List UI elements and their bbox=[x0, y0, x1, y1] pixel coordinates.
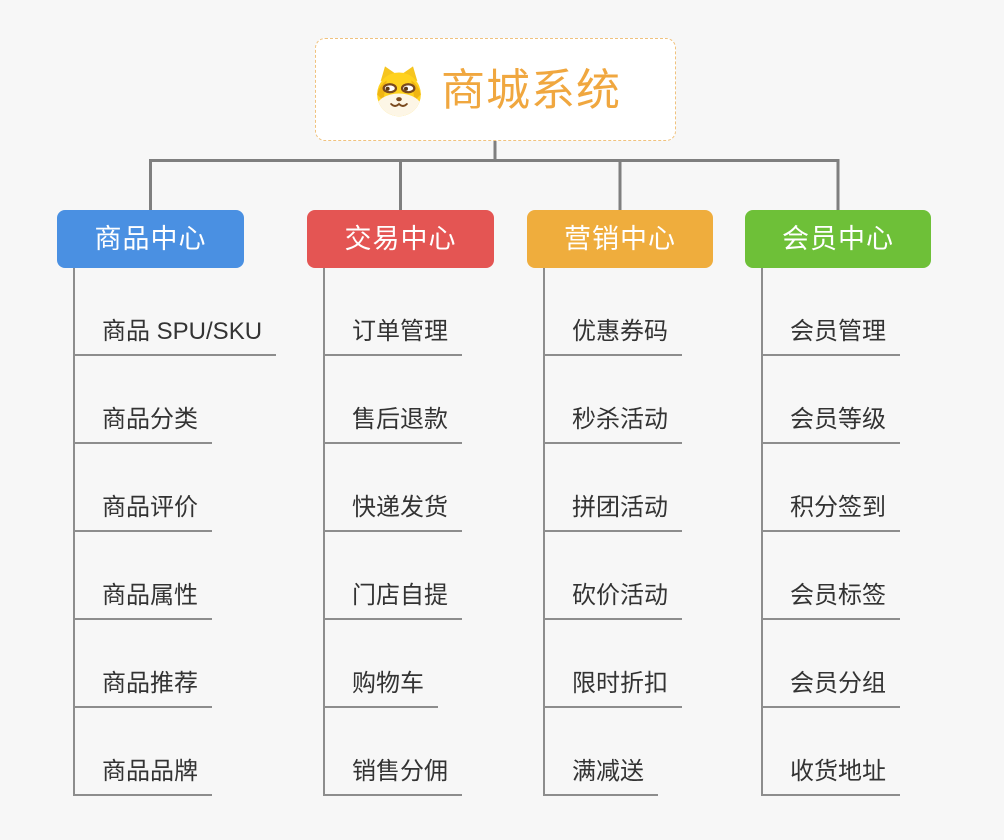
leaf-node[interactable]: 商品推荐 bbox=[75, 670, 212, 708]
leaf-row: 订单管理 bbox=[325, 268, 462, 356]
leaf-node[interactable]: 积分签到 bbox=[763, 494, 900, 532]
leaf-node[interactable]: 秒杀活动 bbox=[545, 406, 682, 444]
leaf-row: 商品评价 bbox=[75, 444, 276, 532]
leaf-row: 秒杀活动 bbox=[545, 356, 682, 444]
leaf-list: 订单管理售后退款快递发货门店自提购物车销售分佣 bbox=[323, 268, 462, 796]
leaf-node[interactable]: 商品 SPU/SKU bbox=[75, 318, 277, 356]
leaf-row: 优惠券码 bbox=[545, 268, 682, 356]
branch-column-3: 营销中心优惠券码秒杀活动拼团活动砍价活动限时折扣满减送 bbox=[527, 210, 713, 796]
branch-column-1: 商品中心商品 SPU/SKU 商品分类商品评价商品属性商品推荐商品品牌 bbox=[57, 210, 277, 796]
doge-icon bbox=[370, 62, 428, 118]
branch-node-4[interactable]: 会员中心 bbox=[745, 210, 931, 268]
leaf-list: 商品 SPU/SKU 商品分类商品评价商品属性商品推荐商品品牌 bbox=[73, 268, 277, 796]
leaf-node[interactable]: 会员管理 bbox=[763, 318, 900, 356]
leaf-row: 商品属性 bbox=[75, 532, 276, 620]
branch-node-1[interactable]: 商品中心 bbox=[57, 210, 244, 268]
leaf-row: 快递发货 bbox=[325, 444, 462, 532]
leaf-row: 拼团活动 bbox=[545, 444, 682, 532]
branch-label: 会员中心 bbox=[782, 223, 894, 254]
leaf-node[interactable]: 满减送 bbox=[545, 758, 658, 796]
leaf-node[interactable]: 商品分类 bbox=[75, 406, 212, 444]
branch-node-3[interactable]: 营销中心 bbox=[527, 210, 713, 268]
leaf-row: 商品品牌 bbox=[75, 708, 276, 796]
leaf-node[interactable]: 商品评价 bbox=[75, 494, 212, 532]
leaf-row: 会员等级 bbox=[763, 356, 900, 444]
leaf-node[interactable]: 会员分组 bbox=[763, 670, 900, 708]
leaf-list: 优惠券码秒杀活动拼团活动砍价活动限时折扣满减送 bbox=[543, 268, 682, 796]
leaf-row: 满减送 bbox=[545, 708, 682, 796]
leaf-node[interactable]: 优惠券码 bbox=[545, 318, 682, 356]
leaf-row: 收货地址 bbox=[763, 708, 900, 796]
leaf-row: 商品推荐 bbox=[75, 620, 276, 708]
leaf-node[interactable]: 会员标签 bbox=[763, 582, 900, 620]
leaf-row: 门店自提 bbox=[325, 532, 462, 620]
leaf-row: 售后退款 bbox=[325, 356, 462, 444]
leaf-row: 商品分类 bbox=[75, 356, 276, 444]
leaf-row: 会员分组 bbox=[763, 620, 900, 708]
branch-label: 营销中心 bbox=[564, 223, 676, 254]
leaf-node[interactable]: 门店自提 bbox=[325, 582, 462, 620]
leaf-list: 会员管理会员等级积分签到会员标签会员分组收货地址 bbox=[761, 268, 900, 796]
leaf-row: 商品 SPU/SKU bbox=[75, 268, 277, 356]
leaf-node[interactable]: 商品属性 bbox=[75, 582, 212, 620]
leaf-row: 购物车 bbox=[325, 620, 462, 708]
leaf-row: 会员管理 bbox=[763, 268, 900, 356]
leaf-row: 会员标签 bbox=[763, 532, 900, 620]
leaf-node[interactable]: 拼团活动 bbox=[545, 494, 682, 532]
leaf-node[interactable]: 售后退款 bbox=[325, 406, 462, 444]
root-title: 商城系统 bbox=[441, 65, 621, 115]
leaf-row: 积分签到 bbox=[763, 444, 900, 532]
leaf-node[interactable]: 收货地址 bbox=[763, 758, 900, 796]
leaf-node[interactable]: 商品品牌 bbox=[75, 758, 212, 796]
leaf-row: 砍价活动 bbox=[545, 532, 682, 620]
leaf-node[interactable]: 砍价活动 bbox=[545, 582, 682, 620]
leaf-row: 销售分佣 bbox=[325, 708, 462, 796]
leaf-node[interactable]: 订单管理 bbox=[325, 318, 462, 356]
root-node[interactable]: 商城系统 bbox=[315, 38, 676, 141]
leaf-node[interactable]: 限时折扣 bbox=[545, 670, 682, 708]
leaf-node[interactable]: 销售分佣 bbox=[325, 758, 462, 796]
branch-label: 交易中心 bbox=[344, 223, 457, 254]
connector-paths bbox=[149, 138, 840, 212]
branch-label: 商品中心 bbox=[94, 223, 207, 254]
branch-column-2: 交易中心订单管理售后退款快递发货门店自提购物车销售分佣 bbox=[307, 210, 494, 796]
leaf-node[interactable]: 购物车 bbox=[325, 670, 438, 708]
branch-node-2[interactable]: 交易中心 bbox=[307, 210, 494, 268]
leaf-row: 限时折扣 bbox=[545, 620, 682, 708]
branch-column-4: 会员中心会员管理会员等级积分签到会员标签会员分组收货地址 bbox=[745, 210, 931, 796]
leaf-node[interactable]: 会员等级 bbox=[763, 406, 900, 444]
leaf-node[interactable]: 快递发货 bbox=[325, 494, 462, 532]
